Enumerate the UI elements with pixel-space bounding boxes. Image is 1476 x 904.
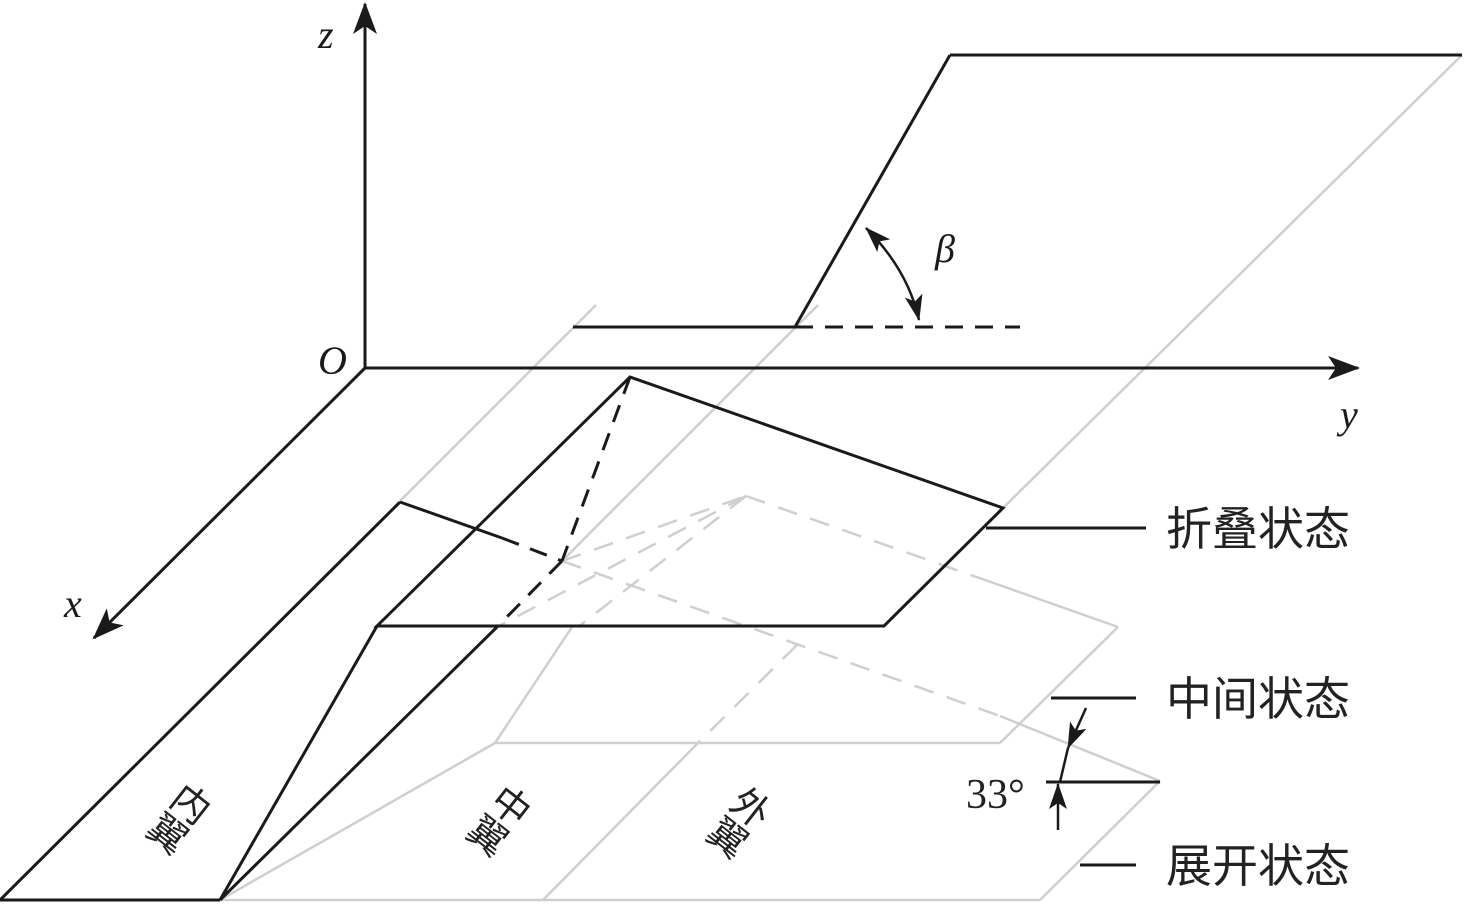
angle-33-dimension xyxy=(1049,707,1088,830)
unfolded-state-outline xyxy=(219,644,1161,902)
folded-state-label: 折叠状态 xyxy=(1166,502,1350,556)
angle-33-label: 33° xyxy=(966,772,1025,818)
intermediate-state-label: 中间状态 xyxy=(1166,672,1350,726)
side-view-fold xyxy=(573,53,1462,329)
x-axis-label: x xyxy=(63,581,82,626)
z-axis-label: z xyxy=(317,12,334,57)
y-axis-label: y xyxy=(1336,392,1358,437)
beta-arc xyxy=(865,227,923,321)
beta-label: β xyxy=(934,226,955,271)
intermediate-state-outline xyxy=(493,494,1161,783)
x-axis xyxy=(92,366,367,640)
origin-label: O xyxy=(318,338,347,383)
projection-guide-lines xyxy=(399,54,1463,562)
coordinate-axes xyxy=(92,2,1360,640)
unfolded-state-label: 展开状态 xyxy=(1166,839,1350,893)
folded-state-outline xyxy=(0,375,1006,902)
